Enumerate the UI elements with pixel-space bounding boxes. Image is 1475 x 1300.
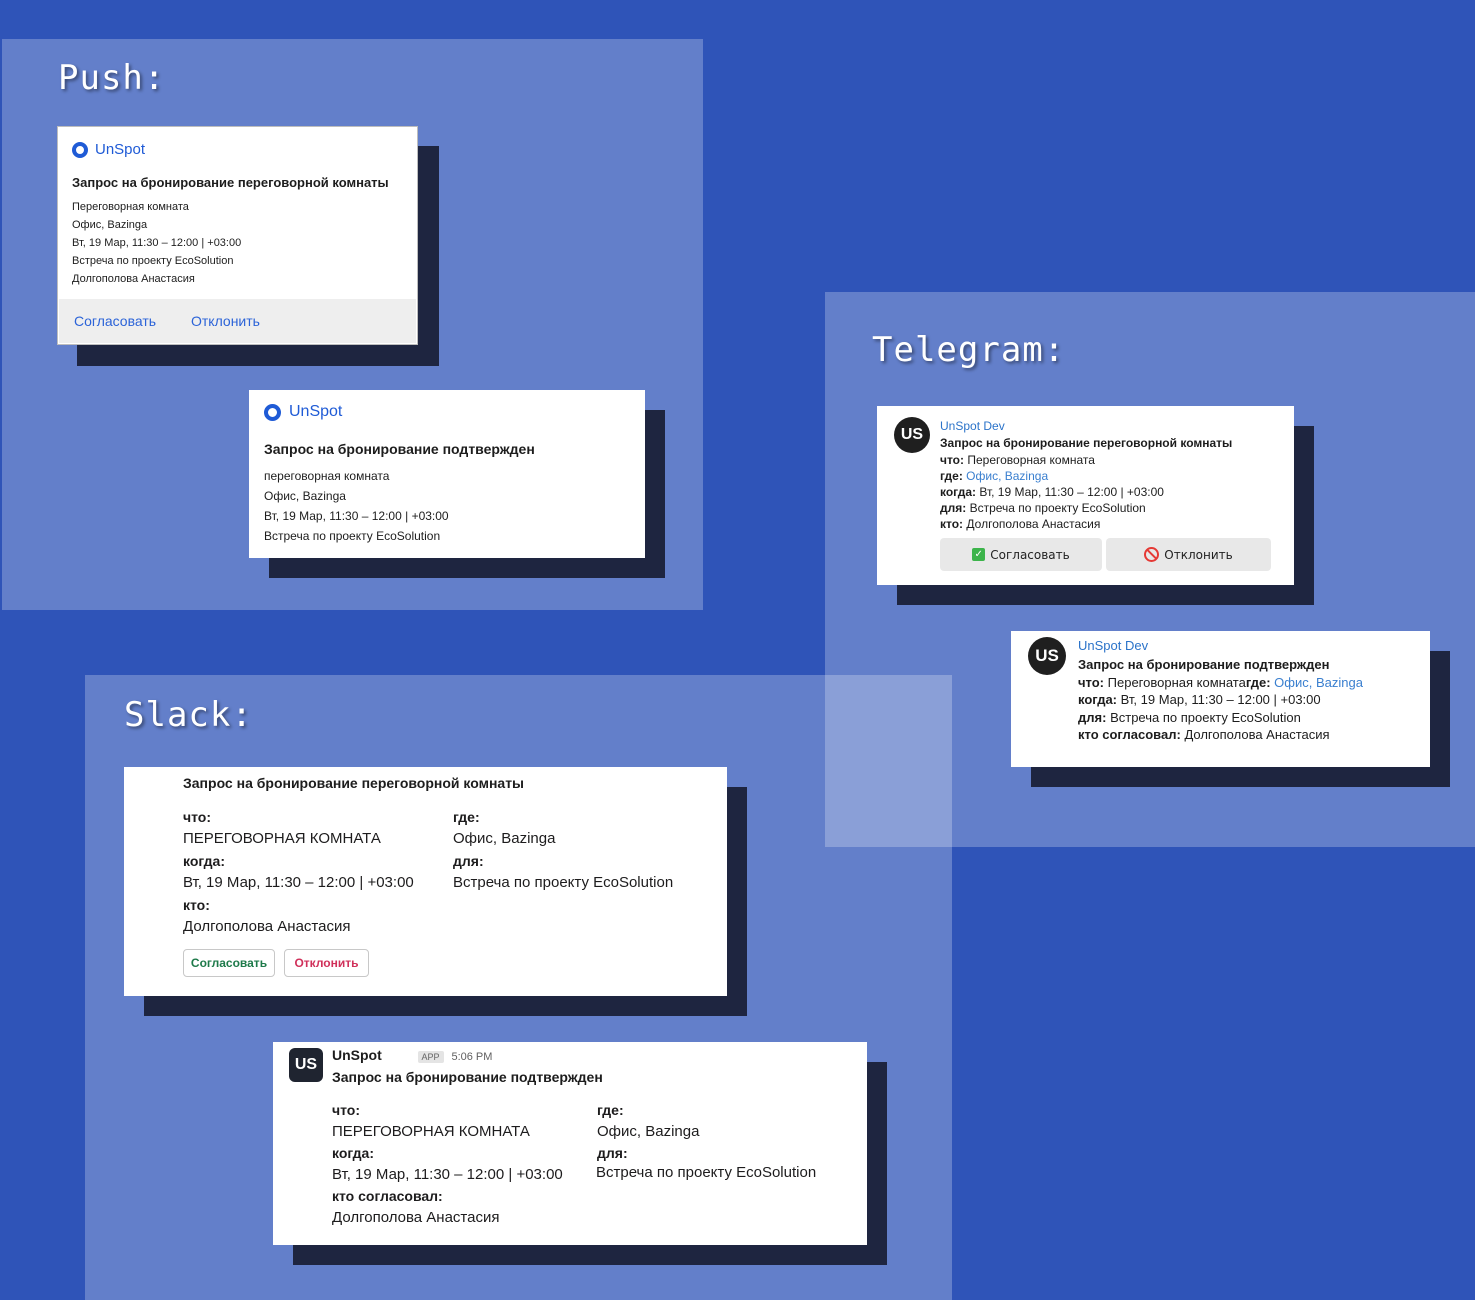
approver-label: кто согласовал: — [332, 1188, 443, 1204]
push-line-meeting: Встреча по проекту EcoSolution — [264, 529, 441, 543]
for-value: Встреча по проекту EcoSolution — [596, 1164, 817, 1181]
what-label: что: — [332, 1102, 361, 1118]
what-label: что: — [940, 453, 965, 467]
push-actions-bar: Согласовать Отклонить — [59, 299, 416, 343]
when-value: Вт, 19 Мар, 11:30 – 12:00 | +03:00 — [332, 1166, 563, 1183]
approver-value: Долгополова Анастасия — [332, 1209, 500, 1226]
unspot-avatar[interactable]: US — [894, 417, 930, 453]
for-value: Встреча по проекту EcoSolution — [1110, 710, 1301, 725]
telegram-message-request: US UnSpot Dev Запрос на бронирование пер… — [877, 406, 1294, 585]
reject-button[interactable]: Отклонить — [191, 313, 260, 329]
unspot-avatar[interactable]: US — [1028, 637, 1066, 675]
when-label: когда: — [183, 853, 226, 869]
push-line-meeting: Встреча по проекту EcoSolution — [72, 255, 234, 267]
what-label: что: — [1078, 675, 1105, 690]
who-value: Долгополова Анастасия — [966, 517, 1101, 531]
unspot-avatar[interactable]: US — [289, 1048, 323, 1082]
approver-value: Долгополова Анастасия — [1184, 727, 1330, 742]
approve-button[interactable]: ✓ Согласовать — [940, 538, 1102, 571]
bot-name[interactable]: UnSpot Dev — [1078, 638, 1149, 653]
what-label: что: — [183, 809, 212, 825]
when-label: когда: — [332, 1145, 375, 1161]
what-value: Переговорная комната — [1107, 675, 1246, 690]
for-label: для: — [597, 1145, 628, 1161]
message-title: Запрос на бронирование переговорной комн… — [183, 775, 525, 791]
push-line-office: Офис, Bazinga — [72, 219, 148, 231]
push-notification-confirmed[interactable]: UnSpot Запрос на бронирование подтвержде… — [249, 390, 645, 558]
for-label: для: — [1078, 710, 1107, 725]
push-title: Запрос на бронирование переговорной комн… — [72, 175, 389, 190]
push-notification-request[interactable]: UnSpot Запрос на бронирование переговорн… — [57, 126, 418, 345]
where-label: где: — [597, 1102, 624, 1118]
reject-button[interactable]: Отклонить — [1106, 538, 1271, 571]
push-section-title: Push: — [58, 58, 166, 98]
push-line-room: переговорная комната — [264, 469, 390, 483]
for-value: Встреча по проекту EcoSolution — [453, 874, 674, 891]
approver-label: кто согласовал: — [1078, 727, 1181, 742]
when-label: когда: — [1078, 692, 1118, 707]
where-label: где: — [940, 469, 963, 483]
approve-button[interactable]: Согласовать — [183, 949, 275, 977]
push-app-name: UnSpot — [289, 403, 343, 420]
what-value: ПЕРЕГОВОРНАЯ КОМНАТА — [183, 830, 381, 847]
for-label: для: — [940, 501, 967, 515]
push-line-room: Переговорная комната — [72, 201, 189, 213]
reject-button[interactable]: Отклонить — [284, 949, 369, 977]
push-line-person: Долгополова Анастасия — [72, 273, 195, 285]
for-value: Встреча по проекту EcoSolution — [969, 501, 1146, 515]
slack-message-request: Запрос на бронирование переговорной комн… — [124, 767, 727, 996]
who-label: кто: — [183, 897, 210, 913]
unspot-logo-icon — [72, 141, 88, 158]
avatar-text: US — [294, 1056, 318, 1073]
push-title: Запрос на бронирование подтвержден — [264, 441, 535, 457]
for-label: для: — [453, 853, 484, 869]
reject-label: Отклонить — [1164, 547, 1233, 562]
when-value: Вт, 19 Мар, 11:30 – 12:00 | +03:00 — [183, 874, 414, 891]
office-link[interactable]: Офис, Bazinga — [1274, 675, 1363, 690]
message-title: Запрос на бронирование подтвержден — [332, 1069, 603, 1085]
message-time[interactable]: 5:06 PM — [451, 1051, 493, 1063]
what-value: ПЕРЕГОВОРНАЯ КОМНАТА — [332, 1123, 530, 1140]
message-title: Запрос на бронирование переговорной комн… — [940, 436, 1233, 450]
office-link[interactable]: Офис, Bazinga — [966, 469, 1049, 483]
app-badge: APP — [417, 1051, 444, 1063]
telegram-message-confirmed: US UnSpot Dev Запрос на бронирование под… — [1011, 631, 1430, 767]
approve-button[interactable]: Согласовать — [74, 313, 157, 329]
push-line-time: Вт, 19 Мар, 11:30 – 12:00 | +03:00 — [72, 237, 242, 249]
when-label: когда: — [940, 485, 977, 499]
check-mark-icon: ✓ — [972, 548, 986, 561]
office-link[interactable]: Офис, Bazinga — [597, 1123, 700, 1140]
push-line-time: Вт, 19 Мар, 11:30 – 12:00 | +03:00 — [264, 509, 449, 523]
prohibited-icon — [1144, 547, 1160, 562]
office-link[interactable]: Офис, Bazinga — [453, 830, 556, 847]
message-title: Запрос на бронирование подтвержден — [1078, 657, 1330, 672]
where-label: где: — [453, 809, 480, 825]
when-value: Вт, 19 Мар, 11:30 – 12:00 | +03:00 — [1120, 692, 1321, 707]
telegram-section-title: Telegram: — [872, 330, 1066, 370]
approve-label: Согласовать — [990, 547, 1070, 562]
slack-section-title: Slack: — [124, 695, 253, 735]
what-value: Переговорная комната — [967, 453, 1095, 467]
push-app-name: UnSpot — [95, 141, 146, 158]
unspot-logo-icon — [264, 403, 281, 421]
when-value: Вт, 19 Мар, 11:30 – 12:00 | +03:00 — [979, 485, 1164, 499]
bot-name[interactable]: UnSpot Dev — [940, 419, 1005, 433]
slack-message-confirmed: US UnSpot APP 5:06 PM Запрос на брониров… — [273, 1042, 867, 1245]
app-name[interactable]: UnSpot — [332, 1047, 382, 1063]
who-label: кто: — [940, 517, 964, 531]
who-value: Долгополова Анастасия — [183, 918, 351, 935]
push-line-office: Офис, Bazinga — [264, 489, 346, 503]
where-label: где: — [1245, 675, 1271, 690]
